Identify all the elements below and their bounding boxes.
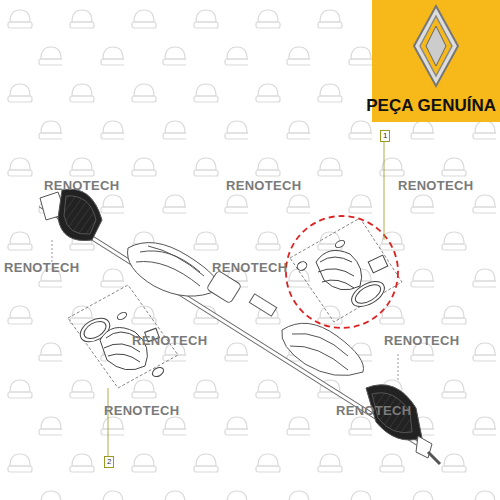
watermark: RENOTECH [44,178,119,193]
brand-text: PEÇA GENUÍNA [366,96,496,116]
callout-number: 2 [104,456,114,468]
watermark: RENOTECH [4,260,79,275]
callout-number: 1 [380,130,390,142]
watermark: RENOTECH [398,178,473,193]
watermark: RENOTECH [212,260,287,275]
watermark: RENOTECH [132,333,207,348]
watermark: RENOTECH [336,403,411,418]
watermark: RENOTECH [226,178,301,193]
watermark: RENOTECH [384,333,459,348]
watermark: RENOTECH [104,403,179,418]
